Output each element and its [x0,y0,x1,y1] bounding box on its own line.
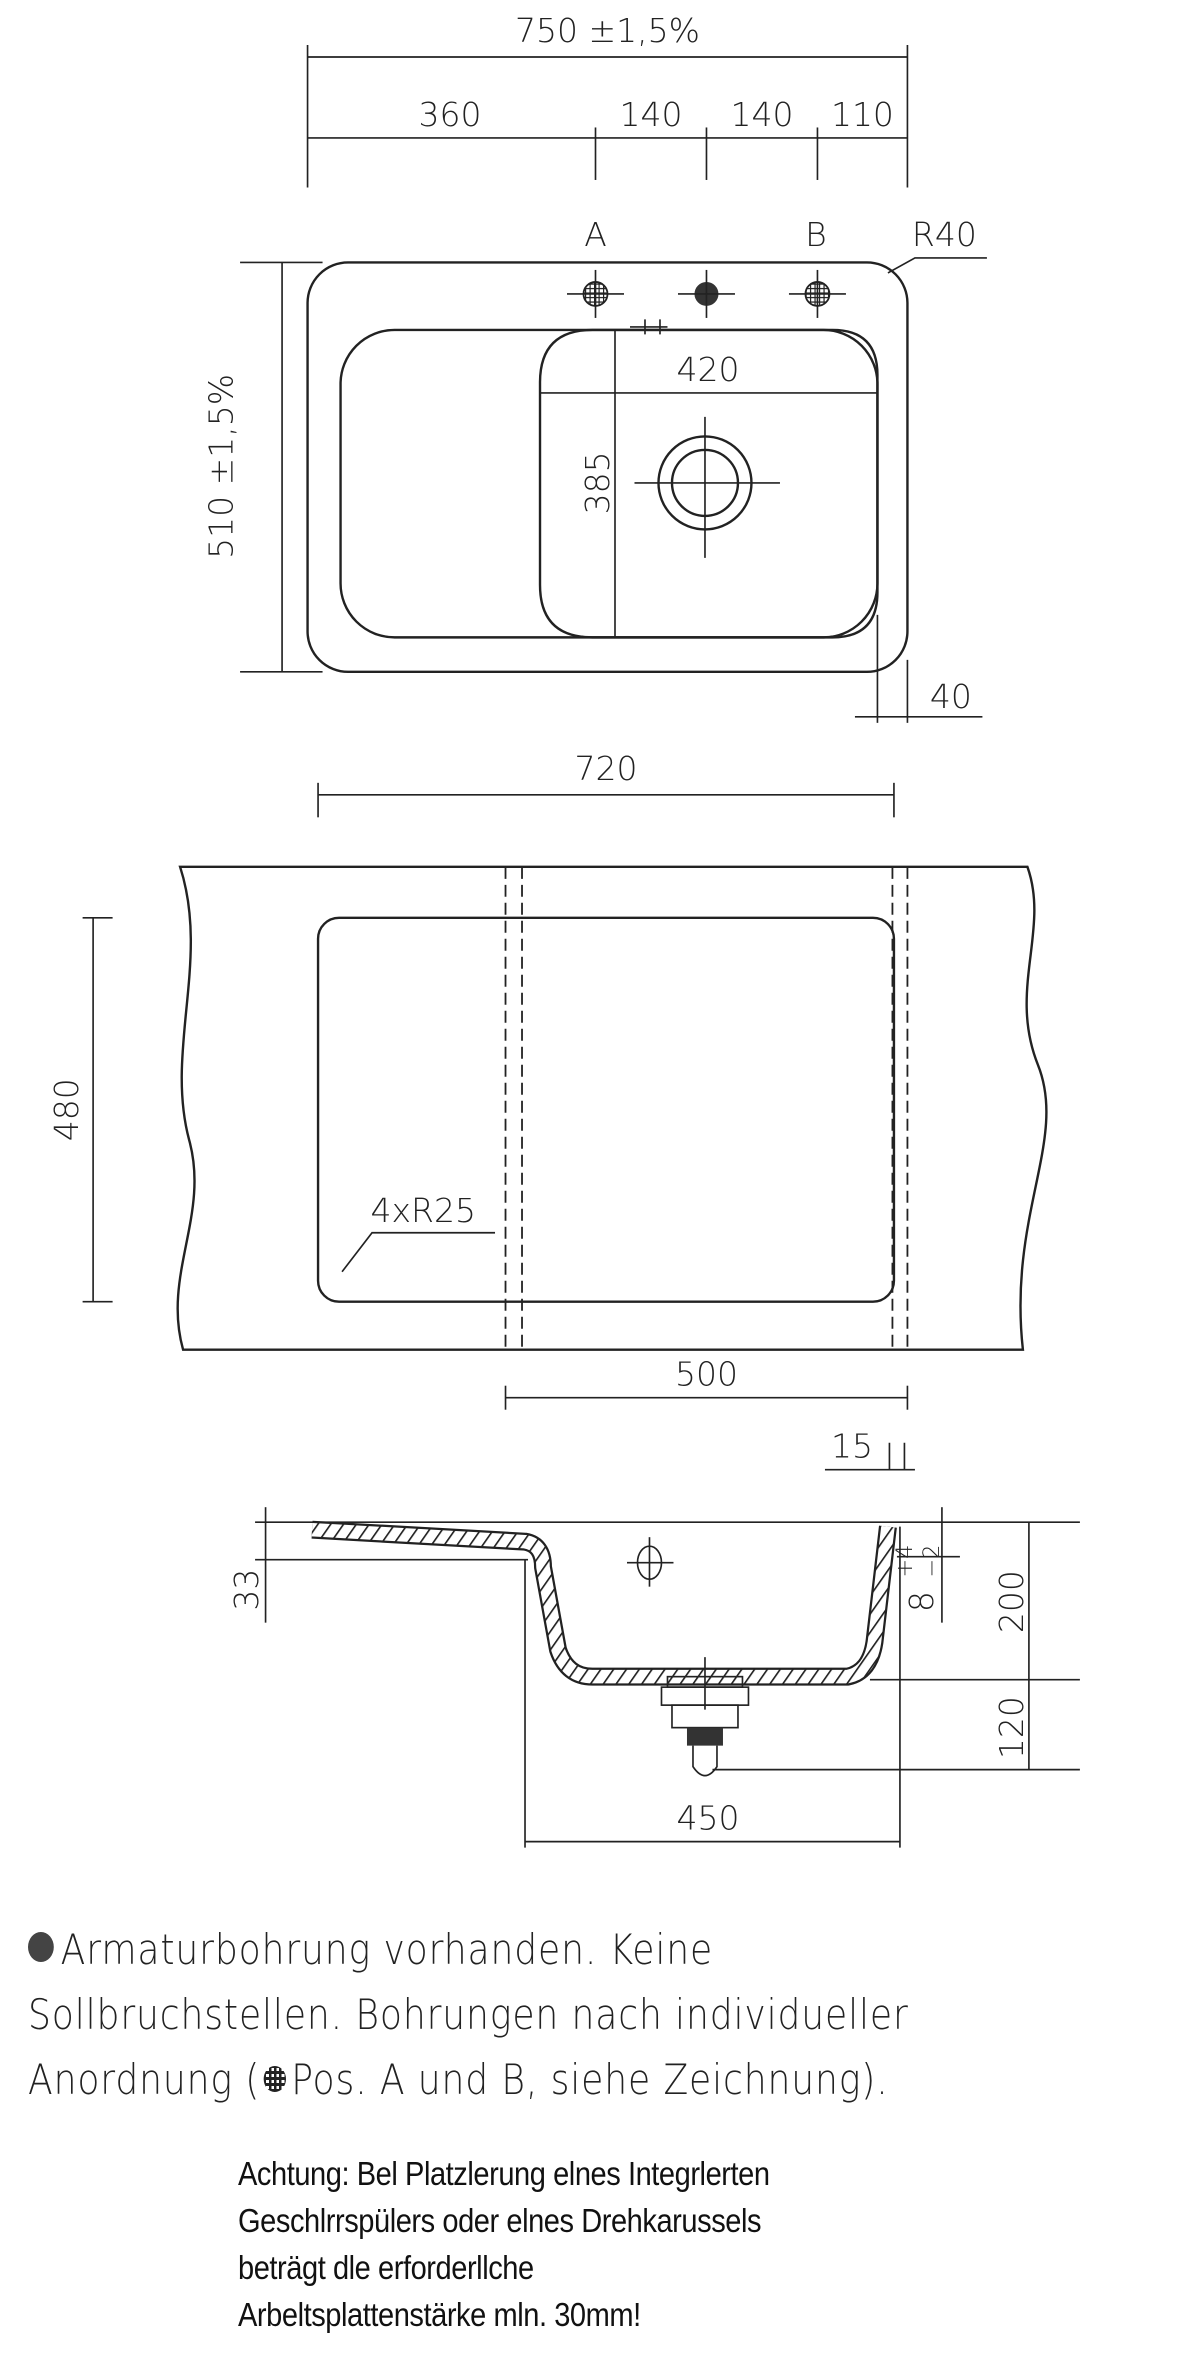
cutout-width-label: 720 [575,749,638,788]
top-view: 750 ±1,5% 360 140 140 110 A B R40 [202,11,987,723]
note-line-2: Sollbruchstellen. Bohrungen nach individ… [28,1990,909,2039]
drain-fitting-icon [660,1657,750,1777]
sink-section-hatched [311,1520,897,1686]
dimension-hole-spacing: 360 140 140 110 [307,95,908,180]
overflow-icon [626,1537,674,1587]
rim-offset-label: 15 [831,1427,873,1466]
tap-hole-center-icon [677,269,735,318]
note-text: Armaturbohrung vorhanden. Keine [60,1925,714,1974]
bowl-outline [538,328,879,639]
segment-label: 140 [730,95,793,134]
drain-icon [634,416,780,558]
cabinet-width-label: 500 [675,1355,738,1394]
note-text: Pos. A und B, siehe Zeichnung). [291,2055,889,2104]
warning-line: Arbeltsplattenstärke mln. 30mm! [238,2296,641,2333]
warning-line: beträgt dle erforderllche [238,2249,534,2286]
hole-a-label: A [584,215,607,254]
segment-label: 110 [831,95,894,134]
cabinet-walls [504,866,909,1350]
note-line-3: Anordnung ( Pos. A und B, siehe Zeichnung… [28,2055,889,2104]
warning-line: Geschlrrspülers oder elnes Drehkarussels [238,2202,762,2239]
note-line-1: Armaturbohrung vorhanden. Keine [28,1925,713,1974]
cutout-view: 720 480 4xR25 500 [47,749,1048,1410]
filled-hole-icon [28,1932,54,1962]
tolerance-plus-label: +4 [892,1545,918,1578]
sink-outline [306,261,909,674]
corner-radius-label: R40 [912,215,977,254]
corner-radius-label: 4xR25 [371,1191,476,1230]
tap-hole-b-icon [788,269,846,318]
overall-width-label: 750 ±1,5% [515,11,700,50]
note-text: Anordnung ( [28,2055,261,2104]
dimension-overall-width: 750 ±1,5% [306,11,909,188]
segment-label: 360 [419,95,482,134]
cutout-outline [316,916,896,1303]
bowl-width-label: 420 [676,350,739,389]
bowl-height-label: 200 [992,1570,1031,1633]
cutout-depth-label: 480 [47,1078,86,1141]
drainboard-height-label: 33 [227,1569,266,1611]
warning-line: Achtung: Bel Platzlerung elnes Integrler… [238,2155,770,2192]
overall-depth-label: 510 ±1,5% [202,374,241,559]
hatched-hole-icon [263,2066,287,2092]
edge-offset-label: 40 [930,677,972,716]
tap-hole-a-icon [567,269,624,318]
drain-height-label: 120 [992,1696,1031,1759]
bowl-inner-width-label: 450 [676,1799,739,1838]
hole-b-label: B [805,215,827,254]
section-view: 15 33 450 8 +4 −2 [227,1427,1080,1848]
segment-label: 140 [620,95,683,134]
tolerance-minus-label: −2 [919,1545,945,1578]
countertop-outline [176,865,1048,1351]
tolerance-base-label: 8 [902,1591,941,1612]
bowl-depth-label: 385 [578,451,617,514]
